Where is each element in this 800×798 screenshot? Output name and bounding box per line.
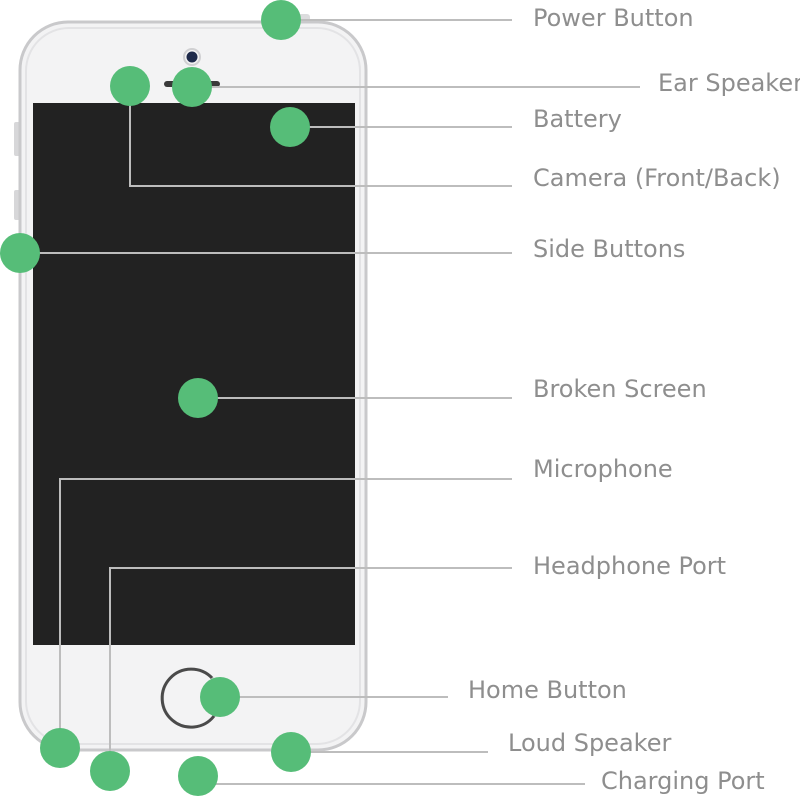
front-camera-lens-ring [183,48,201,66]
label-loud-speaker: Loud Speaker [508,729,672,757]
home-button-arc [160,667,216,729]
marker-power-button[interactable] [261,0,301,40]
marker-loud-speaker[interactable] [271,732,311,772]
phone-inner-edge [25,27,361,745]
leader-line-microphone [59,478,512,748]
marker-headphone-port[interactable] [90,751,130,791]
label-battery: Battery [533,105,622,133]
label-ear-speaker: Ear Speaker [658,69,800,97]
leader-line-headphone-port [109,567,512,771]
label-charging-port: Charging Port [601,767,765,795]
marker-home-button[interactable] [200,677,240,717]
label-broken-screen: Broken Screen [533,375,707,403]
label-home-button: Home Button [468,676,627,704]
marker-side-buttons[interactable] [0,233,40,273]
marker-broken-screen[interactable] [178,378,218,418]
label-headphone-port: Headphone Port [533,552,727,580]
marker-ear-speaker[interactable] [172,67,212,107]
label-power-button: Power Button [533,4,694,32]
label-side-buttons: Side Buttons [533,235,686,263]
label-microphone: Microphone [533,455,673,483]
screen [33,103,355,645]
leader-line-camera [129,86,512,187]
front-camera-lens [186,51,198,63]
marker-charging-port[interactable] [178,756,218,796]
label-camera: Camera (Front/Back) [533,164,781,192]
marker-camera[interactable] [110,66,150,106]
marker-microphone[interactable] [40,728,80,768]
marker-battery[interactable] [270,107,310,147]
